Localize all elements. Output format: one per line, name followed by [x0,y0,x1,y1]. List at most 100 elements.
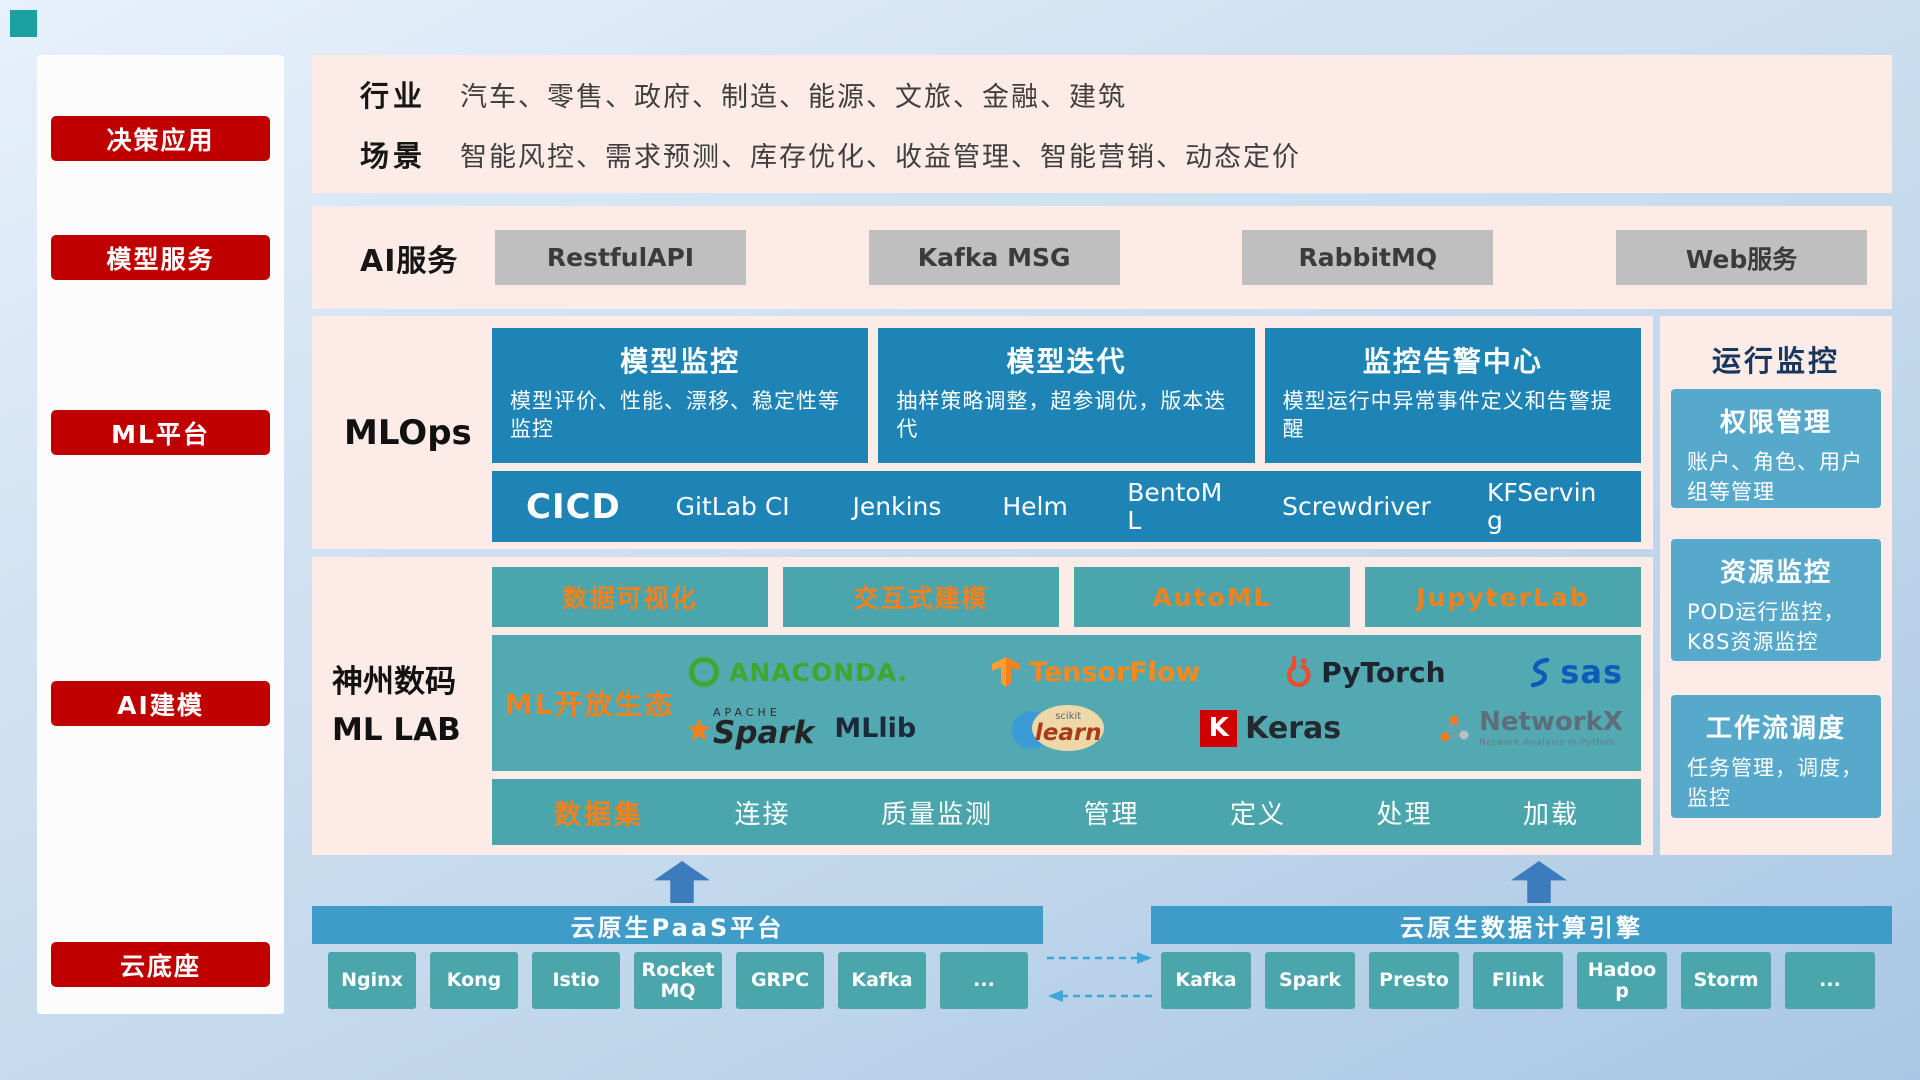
mlops-cards: 模型监控 模型评价、性能、漂移、稳定性等监控 模型迭代 抽样策略调整，超参调优，… [492,328,1641,463]
paas-item-kong[interactable]: Kong [430,952,518,1009]
industry-scenario-panel: 行业 汽车、零售、政府、制造、能源、文旅、金融、建筑 场景 智能风控、需求预测、… [312,55,1892,193]
sidebar-item-decision-apps[interactable]: 决策应用 [51,116,270,161]
card-desc: 账户、角色、用户组等管理 [1687,450,1863,505]
data-engine-items: Kafka Spark Presto Flink Hadoop Storm ..… [1161,952,1875,1009]
ai-service-panel: AI服务 RestfulAPI Kafka MSG RabbitMQ Web服务 [312,206,1892,309]
tensorflow-icon [991,657,1020,687]
sas-icon [1531,657,1550,688]
ecosystem-logos: ANACONDA. TensorFlow [687,635,1641,771]
ml-lab-label: 神州数码 ML LAB [332,557,487,855]
corner-decoration [10,10,37,37]
data-visualization-button[interactable]: 数据可视化 [492,567,768,627]
paas-platform-header: 云原生PaaS平台 [312,906,1043,944]
model-monitoring-card: 模型监控 模型评价、性能、漂移、稳定性等监控 [492,328,869,463]
ml-open-ecosystem-label: ML开放生态 [504,688,675,721]
engine-item-hadoop[interactable]: Hadoop [1577,952,1667,1009]
web-service-button[interactable]: Web服务 [1615,230,1867,285]
workflow-scheduling-card: 工作流调度 任务管理，调度，监控 [1671,695,1881,818]
sidebar-item-ai-modeling[interactable]: AI建模 [51,681,270,726]
dataset-item-connect: 连接 [734,799,791,830]
operation-monitoring-title: 运行监控 [1711,344,1840,378]
engine-item-presto[interactable]: Presto [1369,952,1459,1009]
engine-item-storm[interactable]: Storm [1681,952,1771,1009]
scikit-learn-logo: scikit learn [1012,703,1105,753]
engine-item-spark[interactable]: Spark [1265,952,1355,1009]
engine-item-flink[interactable]: Flink [1473,952,1563,1009]
operation-monitoring-panel: 运行监控 权限管理 账户、角色、用户组等管理 资源监控 POD运行监控，K8S资… [1660,316,1892,855]
resource-monitoring-card: 资源监控 POD运行监控，K8S资源监控 [1671,539,1881,661]
ml-lab-label-line2: ML LAB [332,712,461,748]
industry-values: 汽车、零售、政府、制造、能源、文旅、金融、建筑 [460,81,1127,113]
industry-label: 行业 [360,79,427,113]
card-title: 模型监控 [620,345,741,378]
paas-item-nginx[interactable]: Nginx [328,952,416,1009]
card-desc: POD运行监控，K8S资源监控 [1687,600,1846,655]
anaconda-logo: ANACONDA. [687,655,908,689]
automl-button[interactable]: AutoML [1074,567,1350,627]
sidebar-item-model-service[interactable]: 模型服务 [51,235,270,280]
kafka-msg-button[interactable]: Kafka MSG [868,230,1120,285]
dataset-bar: 数据集 连接 质量监测 管理 定义 处理 加载 [492,779,1641,845]
dataset-item-process: 处理 [1376,799,1433,830]
up-arrow-icon [1511,861,1567,903]
pytorch-icon [1287,656,1311,687]
sidebar-item-cloud-base[interactable]: 云底座 [51,942,270,987]
ml-lab-tools: 数据可视化 交互式建模 AutoML JupyterLab [492,567,1641,627]
paas-item-istio[interactable]: Istio [532,952,620,1009]
ai-service-label: AI服务 [360,243,459,279]
dataset-item-define: 定义 [1229,799,1286,830]
card-title: 权限管理 [1719,408,1832,438]
restfulapi-button[interactable]: RestfulAPI [495,230,746,285]
spark-mllib-logo: APACHE Spark MLlib [687,707,916,749]
card-title: 工作流调度 [1705,714,1846,744]
paas-items: Nginx Kong Istio RocketMQ GRPC Kafka ... [328,952,1028,1009]
card-title: 监控告警中心 [1362,345,1543,378]
model-iteration-card: 模型迭代 抽样策略调整，超参调优，版本迭代 [878,328,1255,463]
dataset-item-manage: 管理 [1083,799,1140,830]
paas-item-kafka[interactable]: Kafka [838,952,926,1009]
networkx-logo: NetworkX Network Analysis in Python [1437,707,1623,748]
ai-service-buttons: RestfulAPI Kafka MSG RabbitMQ Web服务 [495,230,1867,285]
cicd-item-jenkins: Jenkins [852,491,942,521]
card-title: 模型迭代 [1006,345,1127,378]
alert-center-card: 监控告警中心 模型运行中异常事件定义和告警提醒 [1264,328,1641,463]
paas-item-grpc[interactable]: GRPC [736,952,824,1009]
interactive-modeling-button[interactable]: 交互式建模 [783,567,1059,627]
dataset-label: 数据集 [554,799,644,831]
cicd-item-helm: Helm [1002,491,1068,521]
industry-row: 行业 汽车、零售、政府、制造、能源、文旅、金融、建筑 [312,73,1892,115]
engine-item-kafka[interactable]: Kafka [1161,952,1251,1009]
cicd-label: CICD [526,486,621,527]
dataset-item-load: 加载 [1522,799,1579,830]
dataset-item-quality: 质量监测 [880,799,993,830]
up-arrow-icon [654,861,710,903]
data-exchange-arrows [1047,952,1152,1002]
left-rail: 决策应用 模型服务 ML平台 AI建模 云底座 [37,55,284,1014]
mlops-panel: MLOps 模型监控 模型评价、性能、漂移、稳定性等监控 模型迭代 抽样策略调整… [312,316,1653,549]
scenario-row: 场景 智能风控、需求预测、库存优化、收益管理、智能营销、动态定价 [312,133,1892,175]
sidebar-item-ml-platform[interactable]: ML平台 [51,410,270,455]
pytorch-logo: PyTorch [1283,655,1446,689]
ml-open-ecosystem-box: ML开放生态 ANACONDA. TensorFlow [492,635,1641,771]
scenario-values: 智能风控、需求预测、库存优化、收益管理、智能营销、动态定价 [460,141,1301,173]
tensorflow-logo: TensorFlow [991,656,1200,688]
ecosystem-logo-row: APACHE Spark MLlib [687,703,1623,753]
cicd-bar: CICD GitLab CI Jenkins Helm BentoML Scre… [492,471,1641,542]
ml-lab-panel: 神州数码 ML LAB 数据可视化 交互式建模 AutoML JupyterLa… [312,557,1653,855]
jupyterlab-button[interactable]: JupyterLab [1365,567,1641,627]
anaconda-icon [689,657,719,687]
paas-item-rocketmq[interactable]: RocketMQ [634,952,722,1009]
rabbitmq-button[interactable]: RabbitMQ [1242,230,1494,285]
ml-lab-label-line1: 神州数码 [332,663,456,700]
data-engine-header: 云原生数据计算引擎 [1151,906,1892,944]
cicd-item-gitlab-ci: GitLab CI [675,491,790,521]
card-desc: 任务管理，调度，监控 [1687,756,1863,811]
card-title: 资源监控 [1719,558,1832,588]
paas-item-more[interactable]: ... [940,952,1028,1009]
card-desc: 抽样策略调整，超参调优，版本迭代 [896,389,1227,442]
permission-management-card: 权限管理 账户、角色、用户组等管理 [1671,389,1881,508]
keras-logo: K Keras [1200,709,1341,747]
engine-item-more[interactable]: ... [1785,952,1875,1009]
scenario-label: 场景 [360,139,427,173]
